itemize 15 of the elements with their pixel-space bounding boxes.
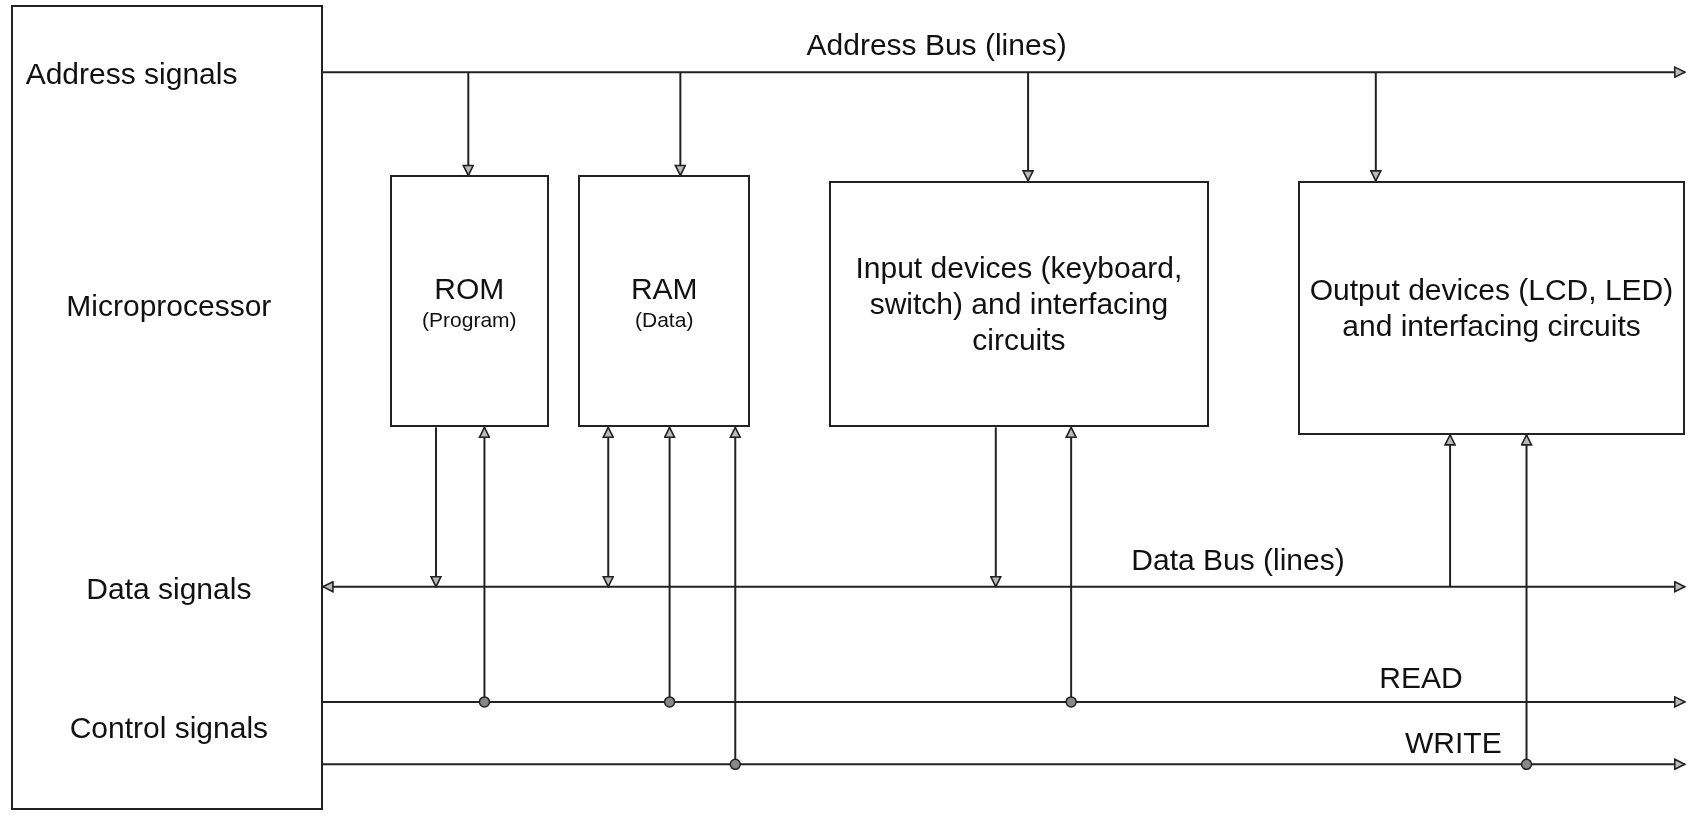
device-block (828, 180, 1209, 428)
signal-label: Address signals (25, 57, 238, 92)
block-subtitle: (Data) (635, 306, 694, 332)
block-title: Input devices (keyboard, switch) and interfacing circuits (854, 250, 1184, 359)
signal-label: Microprocessor (66, 288, 272, 323)
block-title: ROM (434, 270, 505, 307)
block-subtitle: (Program) (422, 306, 517, 332)
block-title: Output devices (LCD, LED) and interfacing circuits (1308, 271, 1675, 344)
microprocessor-box (10, 5, 323, 810)
block-title: RAM (630, 270, 698, 307)
device-block (1298, 180, 1685, 435)
signal-label: Control signals (69, 710, 269, 745)
memory-block (578, 175, 751, 428)
signal-label: Data signals (86, 571, 252, 606)
memory-block (389, 175, 549, 428)
